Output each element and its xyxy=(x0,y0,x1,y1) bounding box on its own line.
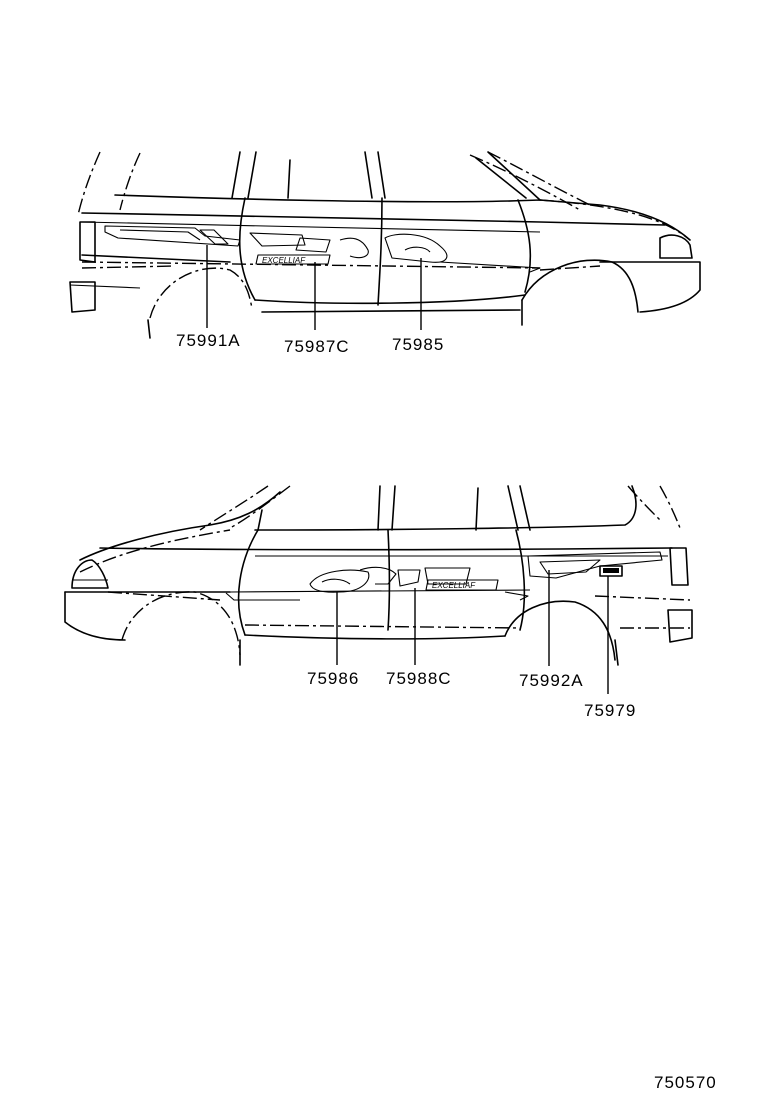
callout-75991a[interactable]: 75991A xyxy=(176,331,241,350)
callout-75985[interactable]: 75985 xyxy=(392,335,444,354)
callout-75987c[interactable]: 75987C xyxy=(284,337,350,356)
upper-emblem-75987c: EXCELLIAF xyxy=(255,254,331,265)
lower-emblem-75988c: EXCELLIAF xyxy=(425,579,499,591)
diagram-code: 750570 xyxy=(654,1073,717,1092)
upper-stripe-75991a xyxy=(104,225,241,247)
callout-75979[interactable]: 75979 xyxy=(584,701,636,720)
svg-text:EXCELLIAF: EXCELLIAF xyxy=(262,256,306,265)
callout-75992a[interactable]: 75992A xyxy=(519,671,584,690)
callout-75988c[interactable]: 75988C xyxy=(386,669,452,688)
svg-text:EXCELLIAF: EXCELLIAF xyxy=(432,581,476,590)
lower-car-view: EXCELLIAF 75986 75988C 75992A 75979 xyxy=(64,485,693,720)
upper-car-view: EXCELLIAF 75991A 75987C 75985 xyxy=(69,151,701,356)
lower-fuel-lid-75979 xyxy=(599,565,623,577)
lower-stripe-75986 xyxy=(309,566,471,593)
callout-75986[interactable]: 75986 xyxy=(307,669,359,688)
upper-stripe-75985 xyxy=(249,232,448,263)
